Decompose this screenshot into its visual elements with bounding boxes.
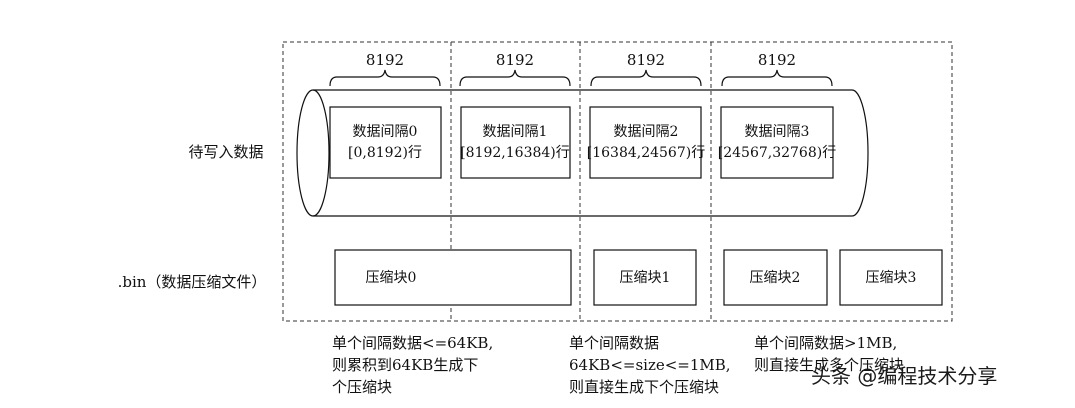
brace-2 [590, 69, 702, 87]
compressed-block-0: 压缩块0 [334, 249, 572, 306]
brace-1 [459, 69, 571, 87]
interval-range-3: [24567,32768)行 [718, 145, 836, 161]
header-fragment [180, 0, 470, 2]
compressed-block-label-0: 压缩块0 [366, 270, 417, 286]
compressed-block-label-3: 压缩块3 [866, 270, 917, 286]
interval-name-3: 数据间隔3 [745, 124, 810, 140]
brace-3 [721, 69, 833, 87]
note-large-interval: 单个间隔数据>1MB, 则直接生成多个压缩块 [754, 334, 904, 374]
note-0-line-0: 单个间隔数据<=64KB, [332, 334, 493, 352]
compressed-block-3: 压缩块3 [839, 249, 943, 306]
interval-range-1: [8192,16384)行 [460, 145, 570, 161]
watermark-text: 头条 @编程技术分享 [811, 364, 997, 388]
compressed-block-label-2: 压缩块2 [750, 270, 801, 286]
group-size-label-3: 8192 [758, 51, 796, 69]
bin-file-label: .bin（数据压缩文件） [118, 273, 267, 291]
note-1-line-0: 单个间隔数据 [569, 334, 659, 352]
note-small-interval: 单个间隔数据<=64KB, 则累积到64KB生成下 个压缩块 [332, 334, 493, 396]
group-size-label-0: 8192 [366, 51, 404, 69]
interval-range-0: [0,8192)行 [348, 145, 422, 161]
compressed-block-1: 压缩块1 [593, 249, 697, 306]
input-data-label: 待写入数据 [188, 143, 263, 161]
note-1-line-1: 64KB<=size<=1MB, [569, 356, 731, 374]
interval-name-0: 数据间隔0 [353, 124, 418, 140]
note-medium-interval: 单个间隔数据 64KB<=size<=1MB, 则直接生成下个压缩块 [569, 334, 731, 396]
note-0-line-2: 个压缩块 [332, 378, 392, 396]
group-size-label-2: 8192 [627, 51, 665, 69]
interval-box-2: 数据间隔2 [16384,24567)行 [587, 106, 705, 179]
interval-name-1: 数据间隔1 [483, 124, 548, 140]
interval-box-0: 数据间隔0 [0,8192)行 [329, 106, 442, 179]
note-2-line-0: 单个间隔数据>1MB, [754, 334, 897, 352]
note-2-line-1: 则直接生成多个压缩块 [754, 356, 904, 374]
data-cylinder [296, 89, 869, 217]
brace-0 [329, 69, 441, 87]
interval-box-1: 数据间隔1 [8192,16384)行 [460, 106, 571, 179]
interval-box-3: 数据间隔3 [24567,32768)行 [718, 106, 836, 179]
interval-range-2: [16384,24567)行 [587, 145, 705, 161]
compressed-block-label-1: 压缩块1 [620, 270, 671, 286]
interval-name-2: 数据间隔2 [614, 124, 679, 140]
compressed-block-2: 压缩块2 [723, 249, 828, 306]
group-size-label-1: 8192 [496, 51, 534, 69]
note-1-line-2: 则直接生成下个压缩块 [569, 378, 719, 396]
note-0-line-1: 则累积到64KB生成下 [332, 356, 478, 374]
